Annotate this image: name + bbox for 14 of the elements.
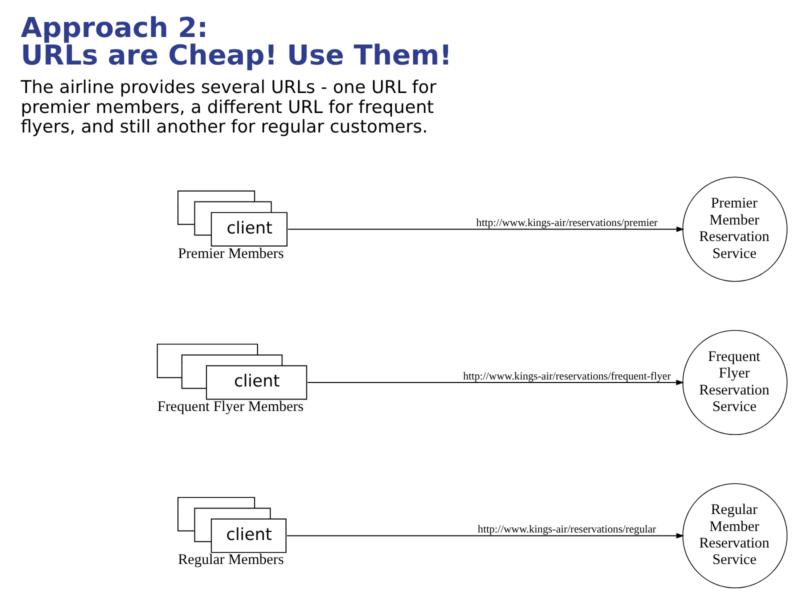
node-circle: Premier Member Reservation Service bbox=[682, 176, 788, 282]
diagram-title: Approach 2: URLs are Cheap! Use Them! bbox=[20, 12, 452, 72]
label: The airline provides several URLs - one URL for premier members, a different URL for frequent flyers, and still another for regular customers. bbox=[20, 78, 436, 138]
arrow bbox=[307, 380, 684, 386]
edge-label: http://www.kings-air/reservations/frequent-flyer bbox=[463, 370, 671, 382]
node-circle: Regular Member Reservation Service bbox=[682, 483, 788, 588]
edge-label: http://www.kings-air/reservations/premier bbox=[476, 217, 658, 230]
node-label: Premier Members bbox=[178, 246, 284, 262]
arrow bbox=[288, 226, 684, 232]
edge-label: http://www.kings-air/reservations/regular bbox=[478, 524, 656, 536]
node-circle: Frequent Flyer Reservation Service bbox=[682, 330, 788, 436]
node-label: Regular Members bbox=[178, 552, 284, 568]
node-label: Frequent Flyer Members bbox=[157, 398, 304, 415]
arrow bbox=[286, 532, 684, 538]
